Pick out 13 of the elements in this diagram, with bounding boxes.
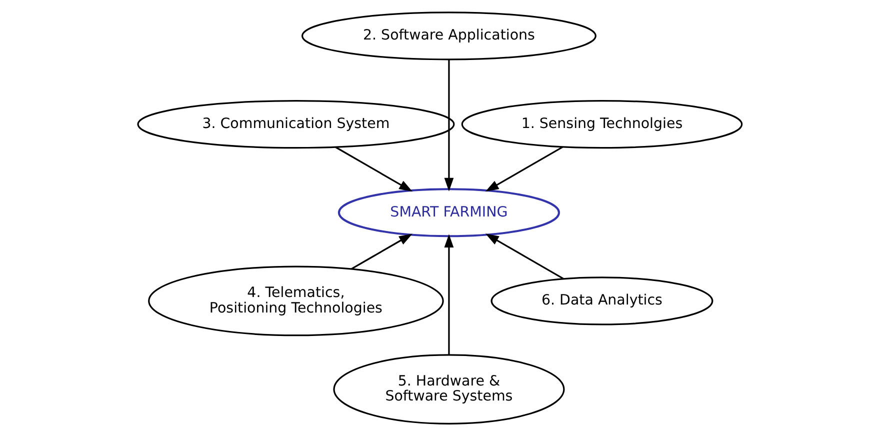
arrow: [485, 234, 564, 280]
arrow: [485, 146, 563, 192]
arrow: [335, 146, 413, 192]
arrow: [444, 60, 454, 192]
node-ellipse: SMART FARMING: [338, 188, 560, 238]
arrow: [351, 234, 412, 270]
node-ellipse: 4. Telematics, Positioning Technologies: [148, 266, 444, 336]
arrow: [444, 234, 454, 355]
node-ellipse: 2. Software Applications: [301, 12, 596, 60]
node-ellipse: 1. Sensing Technolgies: [461, 100, 743, 149]
node-ellipse: 6. Data Analytics: [490, 276, 714, 326]
node-ellipse: 5. Hardware & Software Systems: [333, 354, 565, 424]
node-ellipse: 3. Communication System: [137, 100, 455, 149]
